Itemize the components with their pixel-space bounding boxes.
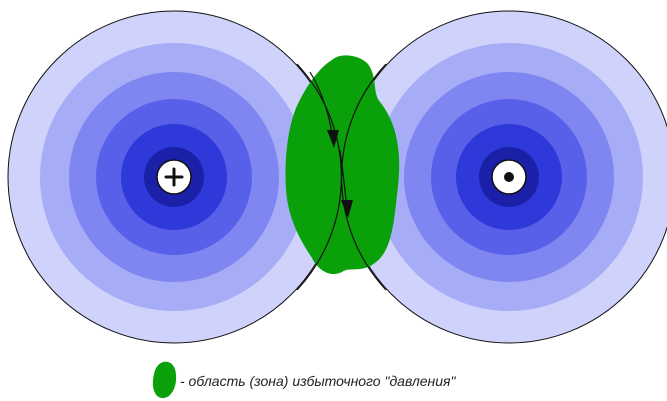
dot-charge xyxy=(492,160,526,194)
legend-text: - область (зона) избыточного "давления" xyxy=(180,373,456,389)
dot-icon xyxy=(504,172,514,182)
green-blob-icon xyxy=(153,362,176,398)
plus-charge xyxy=(157,160,191,194)
legend: - область (зона) избыточного "давления" xyxy=(153,362,457,398)
